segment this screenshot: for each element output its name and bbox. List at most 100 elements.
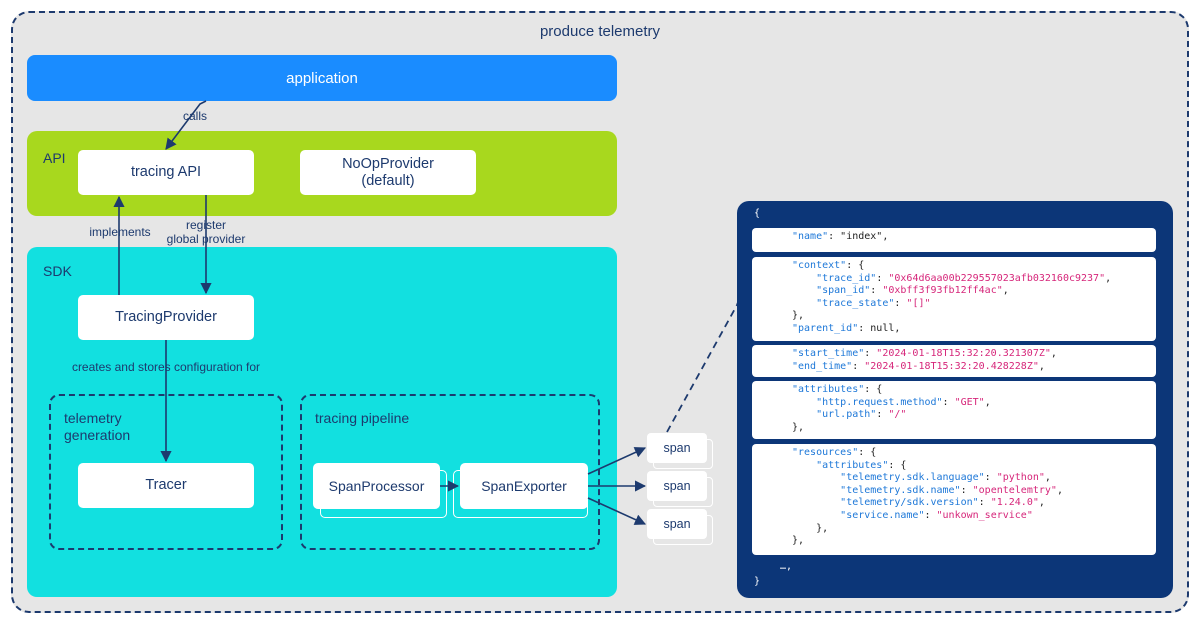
json-close-brace: } xyxy=(754,576,761,587)
json-string: "[]" xyxy=(906,297,931,309)
json-punct: , xyxy=(1044,472,1051,484)
json-key: "trace_id" xyxy=(816,272,877,284)
json-punct: "index" xyxy=(840,231,883,242)
calls-arrow xyxy=(165,100,207,150)
json-punct: : xyxy=(978,497,991,509)
json-key: "trace_state" xyxy=(816,297,895,309)
json-punct: : xyxy=(852,360,865,372)
telemetry-generation-line1: telemetry xyxy=(64,410,122,426)
json-line: "service.name": "unkown_service" xyxy=(792,510,1156,523)
json-line: "telemetry.sdk.name": "opentelemtry", xyxy=(792,485,1156,498)
json-line: "telemetry.sdk.language": "python", xyxy=(792,472,1156,485)
json-line: }, xyxy=(792,523,1156,536)
tracer-box: Tracer xyxy=(78,463,254,508)
telemetry-generation-line2: generation xyxy=(64,427,131,443)
json-punct xyxy=(792,460,816,471)
json-punct: : { xyxy=(864,384,883,395)
json-key: "start_time" xyxy=(792,348,865,359)
json-card-resources: "resources": { "attributes": { "telemetr… xyxy=(752,444,1156,555)
json-punct: : xyxy=(828,231,841,242)
json-line: "trace_id": "0x64d6aa00b229557023afb0321… xyxy=(792,273,1156,286)
span-box-2: span xyxy=(647,471,707,501)
json-punct: : xyxy=(960,484,973,496)
json-punct xyxy=(792,273,816,284)
telemetry-generation-label: telemetry generation xyxy=(64,410,130,444)
tracing-api-box: tracing API xyxy=(78,150,254,195)
json-open-brace: { xyxy=(754,208,761,219)
json-string: "python" xyxy=(996,472,1045,484)
json-punct: , xyxy=(1050,348,1057,359)
json-line: }, xyxy=(792,310,1156,323)
json-string: "2024-01-18T15:32:20.428228Z" xyxy=(864,360,1039,372)
outer-title: produce telemetry xyxy=(539,23,661,40)
json-punct: , xyxy=(1002,285,1009,297)
json-punct: : xyxy=(894,297,907,309)
json-string: "2024-01-18T15:32:20.321307Z" xyxy=(876,348,1051,359)
json-punct: , xyxy=(1038,360,1045,372)
json-line: "attributes": { xyxy=(792,384,1156,397)
tracing-pipeline-label: tracing pipeline xyxy=(315,410,410,426)
json-key: "span_id" xyxy=(816,285,871,297)
json-punct: : { xyxy=(858,447,877,458)
tracing-pipeline-group xyxy=(300,394,600,550)
application-box: application xyxy=(27,55,617,101)
json-punct xyxy=(792,485,840,496)
exporter-to-span1-arrow xyxy=(587,447,647,475)
json-string: "GET" xyxy=(954,396,985,408)
json-key: "service.name" xyxy=(840,509,925,521)
json-punct xyxy=(792,472,840,483)
json-line: "start_time": "2024-01-18T15:32:20.32130… xyxy=(792,348,1156,361)
json-line: }, xyxy=(792,535,1156,548)
json-punct: : xyxy=(876,409,889,421)
json-punct: : { xyxy=(888,459,907,471)
span-processor-box: SpanProcessor xyxy=(313,463,440,509)
json-key: "name" xyxy=(792,231,829,242)
json-key: "http.request.method" xyxy=(816,396,943,408)
json-key: "attributes" xyxy=(816,459,889,471)
json-line: "url.path": "/" xyxy=(792,409,1156,422)
json-card-name: "name": "index", xyxy=(752,228,1156,252)
json-line: "telemetry/sdk.version": "1.24.0", xyxy=(792,497,1156,510)
json-ellipsis: …, xyxy=(780,561,793,572)
json-punct: }, xyxy=(792,535,805,547)
sdk-label: SDK xyxy=(43,263,72,279)
json-key: "url.path" xyxy=(816,409,877,421)
json-string: "1.24.0" xyxy=(990,497,1039,509)
json-punct xyxy=(792,497,840,508)
tracing-provider-box: TracingProvider xyxy=(78,295,254,340)
json-punct: : xyxy=(870,285,883,297)
json-punct xyxy=(792,397,816,408)
span-exporter-box: SpanExporter xyxy=(460,463,588,509)
json-punct: : xyxy=(924,509,937,521)
json-punct: , xyxy=(1105,272,1112,284)
json-punct: , xyxy=(1038,497,1045,509)
json-punct: : { xyxy=(846,260,865,271)
json-string: "opentelemtry" xyxy=(972,484,1057,496)
json-punct: : xyxy=(864,348,877,359)
json-line: "http.request.method": "GET", xyxy=(792,397,1156,410)
noop-provider-line1: NoOpProvider xyxy=(342,155,434,172)
json-punct: : null, xyxy=(858,322,901,334)
json-punct xyxy=(792,285,816,296)
json-punct: , xyxy=(1056,484,1063,496)
json-string: "0x64d6aa00b229557023afb032160c9237" xyxy=(888,272,1106,284)
json-key: "telemetry.sdk.language" xyxy=(840,472,985,484)
json-key: "telemetry.sdk.name" xyxy=(840,484,961,496)
json-line: "attributes": { xyxy=(792,460,1156,473)
json-punct: , xyxy=(984,396,991,408)
json-string: "unkown_service" xyxy=(936,509,1033,521)
json-line: "parent_id": null, xyxy=(792,323,1156,336)
json-line: "name": "index", xyxy=(792,231,1156,244)
json-key: "resources" xyxy=(792,447,859,458)
json-punct xyxy=(792,409,816,420)
span-box-3: span xyxy=(647,509,707,539)
json-key: "telemetry/sdk.version" xyxy=(840,497,979,509)
noop-provider-line2: (default) xyxy=(361,172,415,189)
json-card-attributes: "attributes": { "http.request.method": "… xyxy=(752,381,1156,439)
json-line: "end_time": "2024-01-18T15:32:20.428228Z… xyxy=(792,361,1156,374)
json-key: "context" xyxy=(792,260,847,271)
json-line: "context": { xyxy=(792,260,1156,273)
json-line: }, xyxy=(792,422,1156,435)
json-punct: : xyxy=(942,396,955,408)
json-string: "0xbff3f93fb12ff4ac" xyxy=(882,285,1003,297)
